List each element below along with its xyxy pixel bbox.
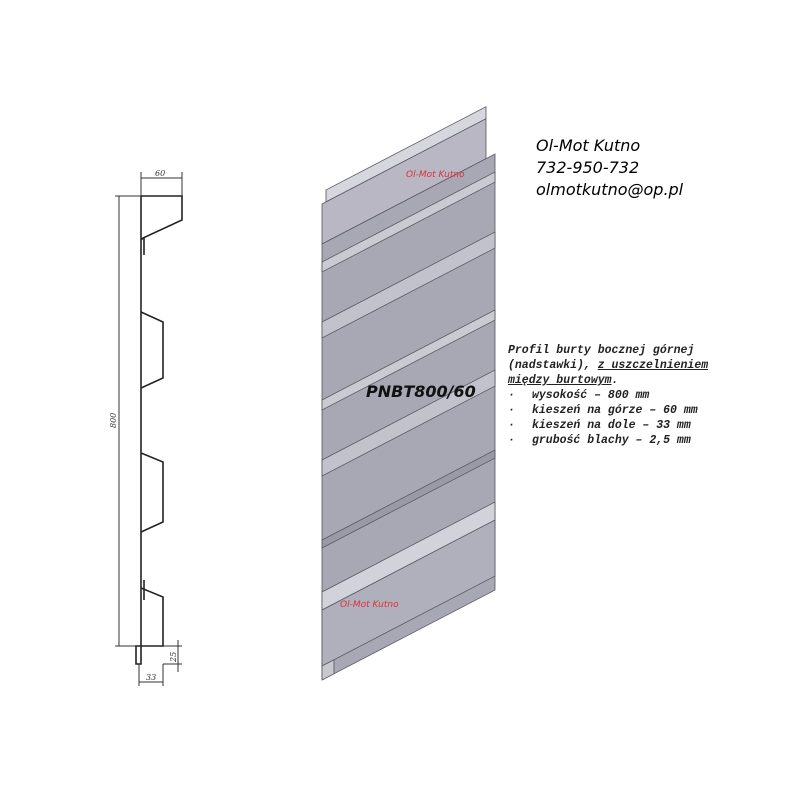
email-address: olmotkutno@op.pl: [536, 180, 684, 199]
bottom-box-front-face: [321, 519, 496, 667]
spec-item-height: wysokość – 800 mm: [508, 388, 708, 403]
dim-label-top: 60: [155, 169, 165, 178]
spec-block: Profil burty bocznej górnej (nadstawki),…: [508, 343, 708, 448]
rib-1-upper-slope: [321, 171, 496, 273]
spec-line-1: Profil burty bocznej górnej: [508, 344, 695, 357]
dim-label-bottom-height: 25: [169, 652, 178, 663]
spec-line-3-underlined: między burtowym: [508, 374, 612, 387]
spec-item-bottom-pocket: kieszeń na dole – 33 mm: [508, 418, 708, 433]
spec-item-top-pocket: kieszeń na górze – 60 mm: [508, 403, 708, 418]
spec-item-thickness: grubość blachy – 2,5 mm: [508, 433, 708, 448]
profile-outline: [135, 195, 183, 665]
dim-label-height: 800: [109, 413, 118, 428]
spec-line-2: (nadstawki),: [508, 359, 598, 372]
company-name: Ol-Mot Kutno: [536, 136, 641, 155]
product-code: PNBT800/60: [366, 382, 476, 401]
watermark-top: Ol-Mot Kutno: [406, 170, 465, 180]
rib-2-lower-slope: [321, 369, 496, 477]
rib-1-lower-slope: [321, 231, 496, 339]
seal-groove: [321, 449, 496, 549]
spec-list: wysokość – 800 mm kieszeń na górze – 60 …: [508, 388, 708, 448]
spec-line-2-underlined: z uszczelnieniem: [597, 359, 709, 372]
watermark-bottom: Ol-Mot Kutno: [340, 600, 399, 610]
rib-2-upper-slope: [321, 309, 496, 411]
dim-label-bottom-width: 33: [146, 673, 156, 682]
spec-line-3-end: .: [611, 374, 619, 387]
phone-number: 732-950-732: [536, 158, 640, 177]
